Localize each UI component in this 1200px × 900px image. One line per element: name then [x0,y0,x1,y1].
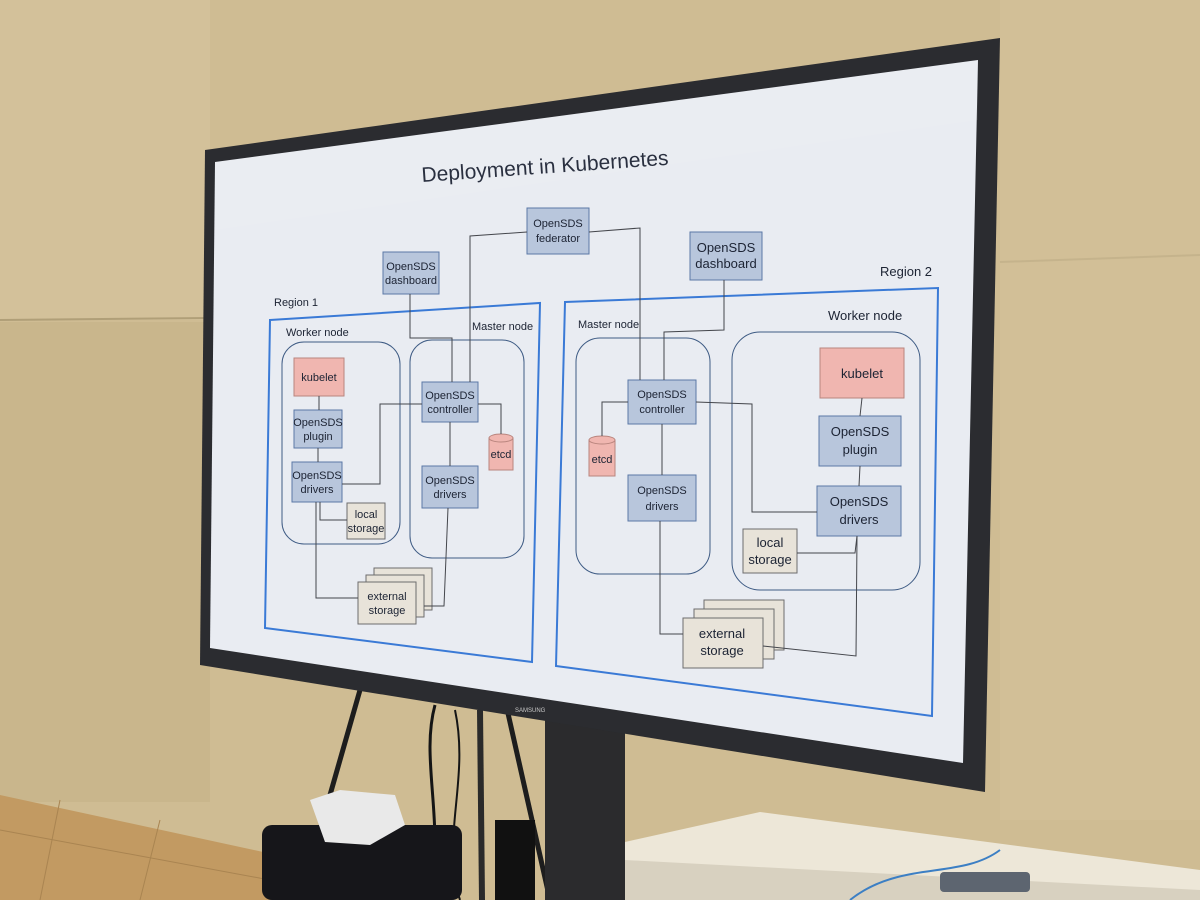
region2-label: Region 2 [880,264,932,279]
region1-local-storage [346,502,386,540]
floor-line [0,829,271,881]
table-front [625,860,1200,900]
region2-master-node [575,337,711,575]
wall-right [1000,0,1200,820]
region2-dashboard-line1: OpenSDS [697,240,756,255]
region1-worker-node [281,341,401,545]
region2-kubelet-label: kubelet [841,366,883,381]
stand-pole [545,720,625,900]
region1-controller-line2: controller [427,404,473,416]
region2-worker-drivers [816,485,902,537]
region1-worker-label: Worker node [286,327,349,339]
screen-glare [215,60,978,230]
region1-worker-drivers [291,461,343,503]
region1-controller [421,381,479,423]
floor-line [139,819,161,900]
region2-border [554,286,940,718]
tripod-leg-middle [477,709,485,900]
region1-plugin-line1: OpenSDS [293,417,343,429]
region2-local-storage [742,528,798,574]
region1-plugin [293,409,343,449]
black-bag [262,825,462,900]
region2-local-storage-line1: local [757,535,784,550]
region2-controller-line2: controller [639,404,685,416]
region1-etcd [488,433,514,471]
region1-external-storage-line1: external [367,591,406,603]
region2-plugin-line1: OpenSDS [831,424,890,439]
region1-worker-drivers-line1: OpenSDS [292,470,342,482]
region1-dashboard-line1: OpenSDS [386,261,436,273]
region1-connectors [315,231,528,607]
table-cable [849,849,1001,900]
region2-kubelet [819,347,905,399]
region2-master-drivers-line1: OpenSDS [637,485,687,497]
region1-local-storage-line2: storage [348,523,385,535]
region1-kubelet [293,357,345,397]
region1-external-storage-line2: storage [369,605,406,617]
region2-controller-line1: OpenSDS [637,389,687,401]
region1-dashboard-line2: dashboard [385,275,437,287]
region1-external-storage [357,567,433,625]
wall-panel-lower [0,322,210,802]
region2-etcd [588,435,616,477]
region1-kubelet-label: kubelet [301,372,336,384]
slide: Deployment in Kubernetes OpenSDS federat… [263,147,940,718]
wall-seam [0,317,211,321]
table-device [940,872,1030,892]
monitor-brand: SAMSUNG [515,708,546,714]
region2-worker-label: Worker node [828,308,902,323]
region1-master-drivers [421,465,479,509]
region1-etcd-label: etcd [491,449,512,461]
wall-panel-left [0,0,210,320]
region1-master-label: Master node [472,321,533,333]
region1-border [263,301,542,664]
region2-worker-node [731,331,921,591]
region1-master-drivers-line2: drivers [433,489,467,501]
equipment-bag [495,820,535,900]
region1-label: Region 1 [274,297,318,309]
region1-master-drivers-line1: OpenSDS [425,475,475,487]
region2-external-storage [682,599,785,669]
federator-line2: federator [536,233,580,245]
region1-local-storage-line1: local [355,509,378,521]
region1-worker-drivers-line2: drivers [300,484,334,496]
region2-master-drivers [627,474,697,522]
region1-plugin-line2: plugin [303,431,332,443]
region2-plugin [818,415,902,467]
region2-controller [627,379,697,425]
wood-floor [0,795,300,900]
region2-master-drivers-line2: drivers [645,501,679,513]
floor-line [39,799,61,900]
federator-box [526,207,590,255]
region2-plugin-line2: plugin [843,442,878,457]
region1-dashboard [382,251,440,295]
region2-external-storage-line1: external [699,626,745,641]
region2-dashboard [689,231,763,281]
region2-etcd-label: etcd [592,454,613,466]
region2-external-storage-line2: storage [700,643,743,658]
region2-worker-drivers-line2: drivers [839,512,879,527]
federator-line1: OpenSDS [533,218,583,230]
white-cloth [310,790,405,845]
region2-master-label: Master node [578,319,639,331]
region2-local-storage-line2: storage [748,552,791,567]
region1-controller-line1: OpenSDS [425,390,475,402]
region2-worker-drivers-line1: OpenSDS [830,494,889,509]
region2-connectors [588,227,863,657]
tripod-leg-right [502,699,553,900]
region2-dashboard-line2: dashboard [695,256,756,271]
region1-master-node [409,339,525,559]
